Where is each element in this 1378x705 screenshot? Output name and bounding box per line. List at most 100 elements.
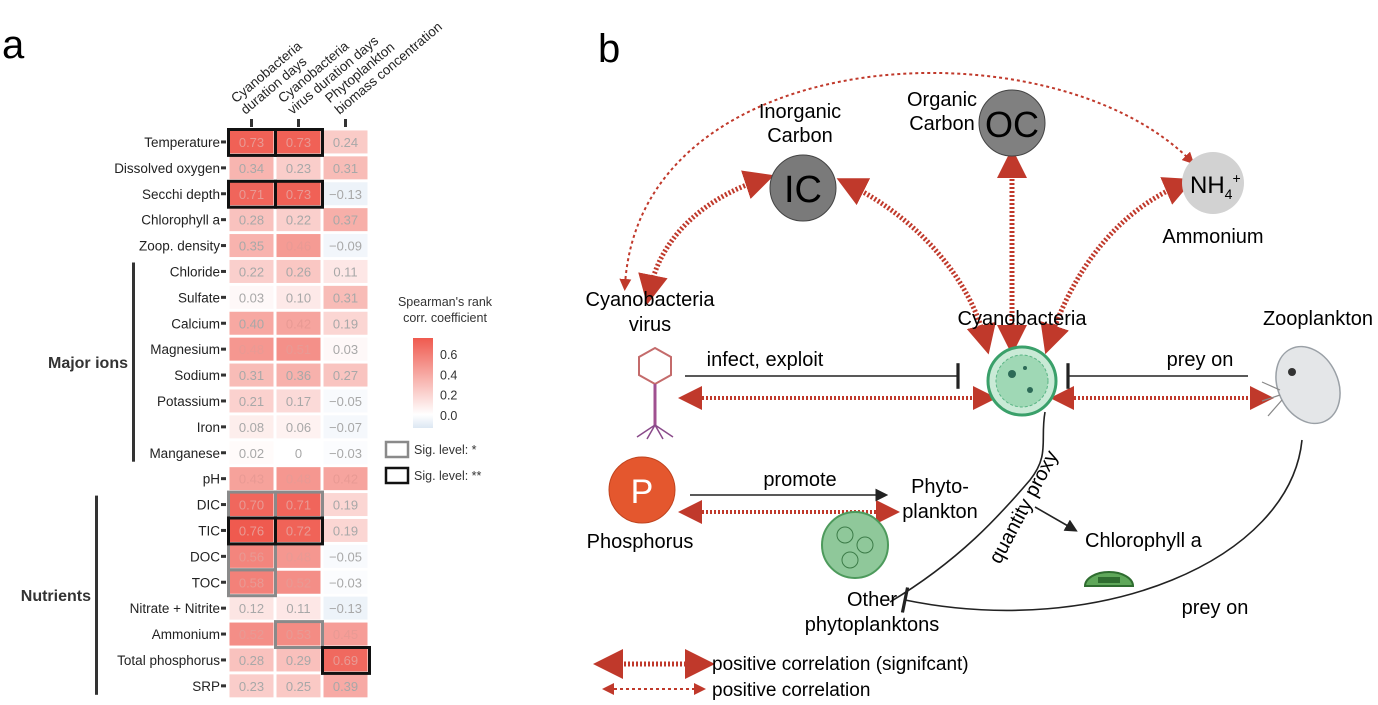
prey-line-2: [900, 439, 1303, 613]
heatmap-cell: [323, 622, 368, 646]
colorbar-title: Spearman's rank: [398, 295, 493, 309]
cell-value: 0.27: [333, 368, 358, 383]
cell-value: 0.73: [286, 187, 311, 202]
row-label: Zoop. density: [139, 239, 220, 254]
cell-value: 0.73: [239, 135, 264, 150]
plankton-label: plankton: [902, 501, 978, 523]
heatmap-cell: [276, 544, 321, 568]
heatmap-cell: [229, 311, 274, 335]
cell-value: 0.25: [286, 679, 311, 694]
heatmap-cell: [229, 259, 274, 283]
cell-value: 0.35: [239, 239, 264, 254]
heatmap-cell: [276, 130, 321, 154]
nh4-cyano-link: [1040, 177, 1194, 355]
cell-value: 0.39: [333, 679, 358, 694]
cell-value: 0.51: [286, 342, 311, 357]
sig-legend-key: [384, 440, 410, 459]
heatmap-cell: [229, 415, 274, 439]
heatmap-cell: [323, 156, 368, 180]
row-tick: [221, 580, 226, 584]
column-tick: [297, 119, 300, 127]
row-label: DIC: [197, 498, 221, 513]
row-label: pH: [203, 472, 220, 487]
cell-value: 0.21: [239, 394, 264, 409]
cell-value: 0.72: [286, 523, 311, 538]
sig-box-level-2: [274, 516, 324, 546]
colorbar-tick-label: 0.6: [440, 348, 457, 362]
cell-value: 0.48: [286, 472, 311, 487]
cell-value: 0.12: [239, 601, 264, 616]
heatmap-cell: [323, 648, 368, 672]
heatmap-cell: [229, 208, 274, 232]
chlorophyll-arrow: [1034, 506, 1078, 532]
row-tick: [221, 425, 226, 429]
heatmap-cell: [229, 518, 274, 542]
cell-value: 0.11: [333, 264, 357, 279]
row-tick: [221, 606, 226, 610]
heatmap-cell: [229, 493, 274, 517]
cell-value: 0.71: [239, 187, 264, 202]
colorbar: [413, 338, 433, 428]
cell-value: 0.23: [239, 679, 264, 694]
heatmap-cell: [276, 234, 321, 258]
cell-value: 0.22: [239, 264, 264, 279]
heatmap-cell: [323, 544, 368, 568]
row-tick: [221, 684, 226, 688]
cell-value: 0.02: [239, 446, 264, 461]
cell-value: 0.31: [333, 161, 358, 176]
chlorophyll-label: Chlorophyll a: [1085, 530, 1203, 552]
inorganic-label: Inorganic: [759, 101, 841, 123]
cell-value: −0.09: [329, 239, 362, 254]
heatmap-cell: [276, 622, 321, 646]
row-tick: [221, 295, 226, 299]
heatmap-cell: [229, 570, 274, 594]
cell-value: 0.06: [286, 420, 311, 435]
row-tick: [221, 244, 226, 248]
phosphorus-label: Phosphorus: [587, 531, 694, 553]
heatmap-cell: [229, 234, 274, 258]
cell-value: 0.28: [239, 213, 264, 228]
heatmap-cell: [323, 208, 368, 232]
colorbar-tick-label: 0.4: [440, 368, 457, 382]
cell-value: 0.26: [286, 264, 311, 279]
cell-value: 0.03: [333, 342, 358, 357]
heatmap-cell: [323, 415, 368, 439]
heatmap-cell: [323, 467, 368, 491]
sig-legend-label: Sig. level: *: [414, 443, 477, 457]
cell-value: 0.70: [239, 498, 264, 513]
heatmap-cell: [276, 208, 321, 232]
cell-value: −0.13: [329, 187, 362, 202]
heatmap-cell: [276, 570, 321, 594]
row-label: Iron: [197, 420, 220, 435]
cell-value: −0.05: [329, 549, 362, 564]
row-tick: [221, 399, 226, 403]
heatmap-cell: [229, 467, 274, 491]
relation-lines: [685, 363, 1303, 613]
row-label: Sulfate: [178, 290, 220, 305]
heatmap-cell: [276, 596, 321, 620]
heatmap-cell: [323, 518, 368, 542]
cell-value: 0.73: [286, 135, 311, 150]
cell-value: 0.71: [286, 498, 311, 513]
row-tick: [221, 269, 226, 273]
cell-value: 0.03: [239, 290, 264, 305]
row-label: Calcium: [171, 316, 220, 331]
row-label: Ammonium: [152, 627, 220, 642]
cell-value: 0.42: [333, 472, 358, 487]
group-label: Nutrients: [21, 588, 91, 605]
phyto-label: Phyto-: [911, 476, 969, 498]
row-label: Magnesium: [150, 342, 220, 357]
zooplankton-label: Zooplankton: [1263, 308, 1373, 330]
virus-label: Cyanobacteria: [586, 289, 716, 311]
heatmap-cell: [276, 415, 321, 439]
row-label: Secchi depth: [142, 187, 220, 202]
row-label: TOC: [192, 575, 221, 590]
cell-value: 0.22: [286, 213, 311, 228]
cell-value: 0.58: [239, 575, 264, 590]
heatmap-cell: [276, 493, 321, 517]
heatmap-cell: [229, 363, 274, 387]
heatmap-cell: [323, 311, 368, 335]
heatmap-cell: [276, 156, 321, 180]
cell-value: 0.42: [286, 316, 311, 331]
